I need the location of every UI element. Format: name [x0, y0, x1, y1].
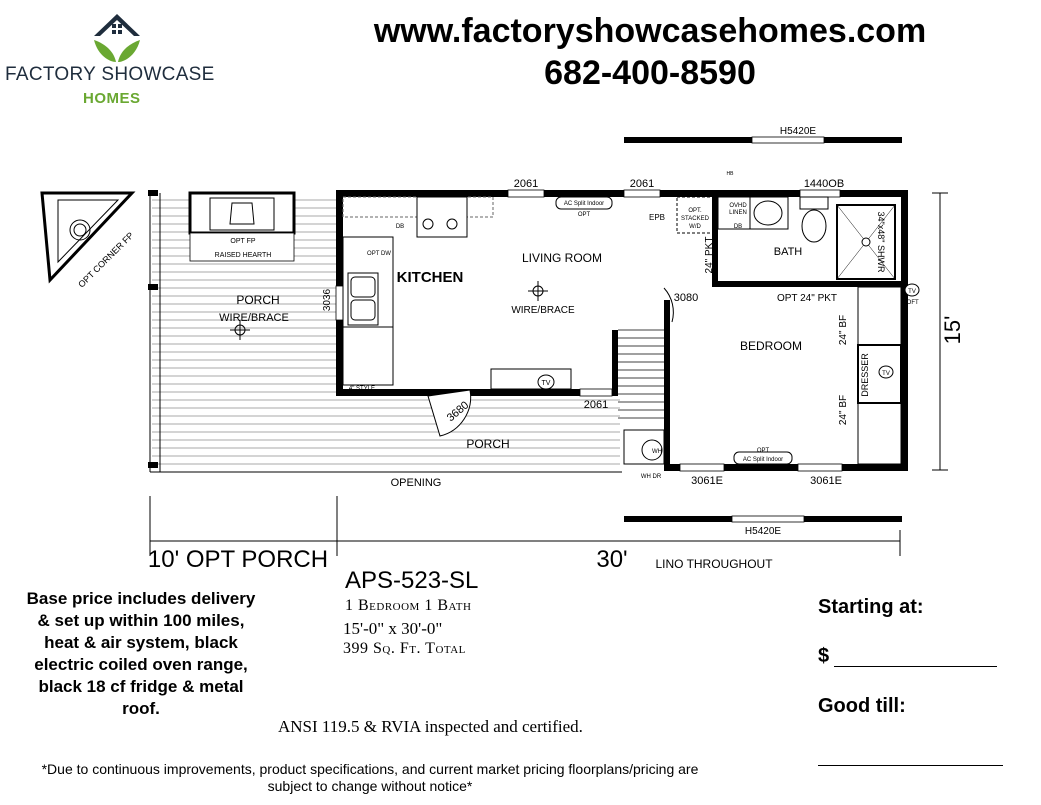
window-3036-label: 3036 — [322, 288, 333, 311]
toilet-icon — [799, 196, 829, 243]
disclaimer-line: *Due to continuous improvements, product… — [41, 761, 699, 777]
porch-lower-label: PORCH — [466, 437, 509, 451]
window-2061-left: 2061 — [514, 178, 538, 190]
disclaimer: *Due to continuous improvements, product… — [0, 761, 740, 795]
dollar-sign: $ — [818, 645, 830, 667]
opening-label: OPENING — [391, 477, 442, 489]
good-till-blank-line — [818, 765, 1003, 766]
tv-icon — [904, 283, 920, 297]
starting-at-label: Starting at: — [818, 596, 924, 618]
light-fixture-icon — [528, 281, 548, 301]
base-price-line: Base price includes delivery — [26, 589, 256, 608]
model-name: APS-523-SL — [345, 567, 479, 594]
opt-fp-label: OPT FP — [230, 238, 255, 245]
kitchen-room-label: KITCHEN — [397, 269, 464, 286]
dimensions: 15'-0" x 30'-0" — [343, 619, 443, 638]
base-price-line: electric coiled oven range, — [34, 655, 248, 674]
bf-24-bottom-label: 24" BF — [838, 395, 849, 425]
window-h5420e-bottom: H5420E — [745, 526, 781, 537]
shower-label: 34"x48" SHWR — [876, 212, 886, 273]
stove-burner-icon — [422, 218, 458, 230]
pkt-24-label: 24" PKT — [704, 237, 715, 274]
base-price-line: & set up within 100 miles, — [37, 611, 245, 630]
tv-bedroom-label: TV — [882, 371, 890, 377]
porch-deck-lines — [152, 199, 620, 465]
wire-brace-living-label: WIRE/BRACE — [511, 305, 575, 316]
brand-subtitle: HOMES — [83, 90, 141, 107]
dim-porch-label: 10' OPT PORCH — [148, 546, 328, 573]
tv-icon — [878, 365, 894, 379]
bedroom-room-label: BEDROOM — [740, 339, 802, 353]
linen-label: LINEN — [729, 210, 747, 216]
brand-name: FACTORY SHOWCASE — [5, 64, 215, 85]
floor-plan: OPT FP RAISED HEARTH OPT CORNER FP PORCH… — [40, 126, 965, 573]
hb-label: HB — [727, 171, 735, 177]
ac-opt-top-label: OPT — [578, 212, 591, 218]
good-till-label: Good till: — [818, 695, 906, 717]
base-price-text: Base price includes delivery & set up wi… — [10, 588, 272, 720]
light-fixture-icon — [230, 320, 250, 340]
loft-label: LOFT — [903, 300, 919, 306]
ac-opt-bottom-label: OPT — [757, 448, 770, 454]
window-2061-porch: 2061 — [584, 399, 608, 411]
base-price-line: black 18 cf fridge & metal — [38, 677, 244, 696]
db-bath-label: DB — [734, 224, 742, 230]
ac-split-bottom-label: AC Split Indoor — [743, 457, 783, 463]
opt-dw-label: OPT DW — [367, 251, 391, 257]
mc-label: MC — [764, 192, 772, 198]
opt-24-pkt-label: OPT 24" PKT — [777, 293, 837, 304]
dim-15-label: 15' — [940, 316, 965, 345]
base-price-line: roof. — [122, 699, 160, 718]
ovhd-label: OVHD — [729, 203, 747, 209]
square-footage: 399 Sq. Ft. Total — [343, 640, 466, 657]
phone-number[interactable]: 682-400-8590 — [544, 54, 756, 92]
disclaimer-line: subject to change without notice* — [267, 778, 473, 794]
window-3061e-right: 3061E — [810, 475, 842, 487]
window-1440ob: 1440OB — [804, 178, 844, 190]
db-kitchen-label: DB — [396, 224, 404, 230]
bath-room-label: BATH — [774, 246, 803, 258]
wire-brace-porch-label: WIRE/BRACE — [219, 312, 289, 324]
beds-baths: 1 Bedroom 1 Bath — [345, 597, 472, 614]
stacked-label-2: STACKED — [681, 216, 710, 222]
stacked-label-3: W/D — [689, 224, 701, 230]
certification-text: ANSI 119.5 & RVIA inspected and certifie… — [278, 717, 583, 736]
ac-split-top-label: AC Split Indoor — [564, 201, 604, 207]
window-h5420e-top: H5420E — [780, 126, 816, 137]
wh-label: WH — [652, 449, 662, 455]
dim-30-label: 30' — [596, 546, 627, 573]
dresser-label: DRESSER — [860, 353, 870, 397]
tv-loft-label: TV — [908, 289, 916, 295]
style-4-label: 4" STYLE — [349, 386, 375, 392]
wh-dr-label: WH DR — [641, 474, 662, 480]
window-2061-right: 2061 — [630, 178, 654, 190]
tv-living-label: TV — [542, 380, 551, 387]
price-blank-line — [834, 666, 997, 667]
sink-icon — [753, 200, 783, 226]
website-url[interactable]: www.factoryshowcasehomes.com — [373, 12, 927, 50]
raised-hearth-label: RAISED HEARTH — [215, 252, 272, 259]
water-heater-icon — [641, 439, 663, 461]
stacked-label-1: OPT. — [688, 208, 702, 214]
epb-label: EPB — [649, 213, 665, 222]
lino-label: LINO THROUGHOUT — [655, 557, 773, 571]
base-price-line: heat & air system, black — [44, 633, 238, 652]
house-logo-icon — [94, 14, 140, 62]
door-swing-3680 — [427, 389, 472, 437]
window-3061e-left: 3061E — [691, 475, 723, 487]
bf-24-top-label: 24" BF — [838, 315, 849, 345]
door-3080-label: 3080 — [674, 292, 698, 304]
porch-room-label: PORCH — [236, 293, 279, 307]
living-room-label: LIVING ROOM — [522, 251, 602, 265]
door-swing-3080 — [663, 287, 674, 323]
tv-icon — [537, 374, 555, 390]
